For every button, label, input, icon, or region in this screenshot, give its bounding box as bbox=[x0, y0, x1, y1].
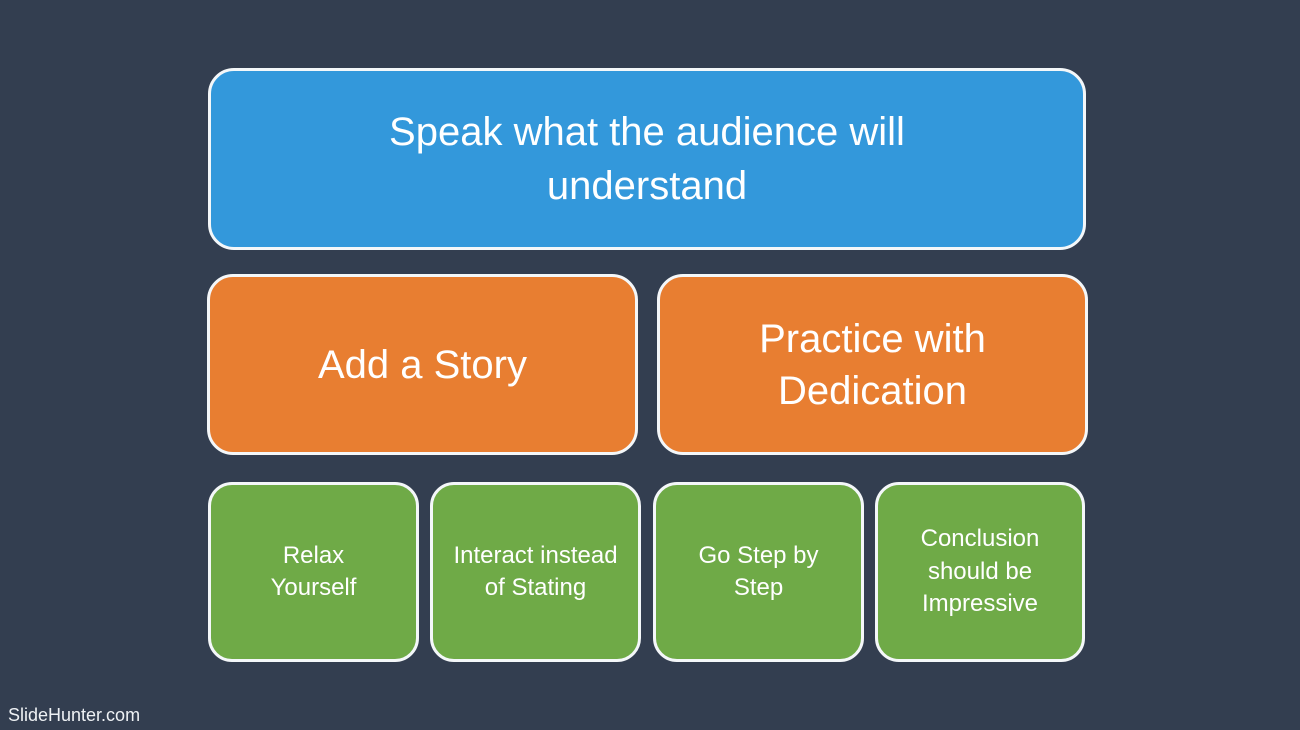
block-add-story: Add a Story bbox=[207, 274, 638, 455]
block-practice-dedication-label: Practice with Dedication bbox=[759, 316, 986, 413]
watermark-text: SlideHunter.com bbox=[8, 705, 141, 725]
block-relax-yourself: Relax Yourself bbox=[208, 482, 419, 662]
block-interact-not-stating-label: Interact instead of Stating bbox=[453, 541, 618, 601]
block-impressive-conclusion-label: Conclusion should be Impressive bbox=[920, 525, 1040, 618]
block-speak-audience: Speak what the audience will understand bbox=[208, 68, 1086, 250]
block-practice-dedication: Practice with Dedication bbox=[657, 274, 1088, 455]
block-impressive-conclusion: Conclusion should be Impressive bbox=[875, 482, 1085, 662]
block-speak-audience-label: Speak what the audience will understand bbox=[389, 110, 905, 208]
block-step-by-step: Go Step by Step bbox=[653, 482, 864, 662]
block-relax-yourself-label: Relax Yourself bbox=[270, 541, 357, 601]
block-step-by-step-label: Go Step by Step bbox=[698, 541, 819, 601]
block-add-story-label: Add a Story bbox=[317, 342, 527, 387]
block-interact-not-stating: Interact instead of Stating bbox=[430, 482, 641, 662]
